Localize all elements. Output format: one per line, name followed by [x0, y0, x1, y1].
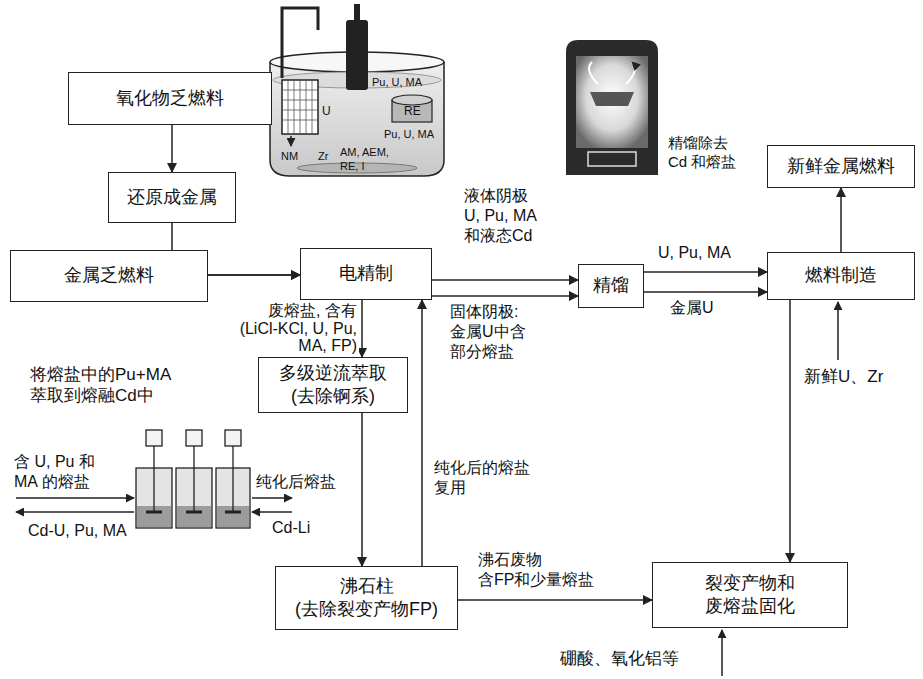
process-box: 氧化物乏燃料: [68, 72, 272, 125]
feed-arrow: [837, 302, 839, 360]
annotation-label: 新鲜U、Zr: [804, 366, 883, 387]
process-box: 多级逆流萃取 (去除锕系): [258, 357, 408, 413]
flow-arrow: [208, 274, 300, 276]
process-box: 还原成金属: [108, 172, 236, 223]
annotation-label: 将熔盐中的Pu+MA 萃取到熔融Cd中: [30, 364, 190, 407]
node-text: 精馏: [593, 274, 629, 297]
flow-arrow: [644, 271, 767, 273]
annotation-label: Pu, U, MA: [372, 76, 422, 90]
annotation-label: 硼酸、氧化铝等: [560, 648, 679, 669]
node-text: 多级逆流萃取 (去除锕系): [268, 362, 398, 409]
annotation-label: AM, AEM, RE, I: [340, 146, 398, 174]
node-text: 新鲜金属燃料: [787, 155, 895, 178]
flow-arrow: [421, 300, 423, 566]
edge-label: 纯化后的熔盐 复用: [432, 458, 550, 498]
node-text: 沸石柱 (去除裂变产物FP): [284, 575, 449, 622]
node-text: 电精制: [339, 262, 393, 285]
annotation-label: Pu, U, MA: [384, 128, 434, 142]
process-box: 燃料制造: [767, 252, 915, 300]
furnace-figure: [566, 40, 658, 175]
annotation-label: U: [322, 104, 331, 119]
process-box: 裂变产物和 废熔盐固化: [652, 562, 848, 628]
edge-label: 固体阴极: 金属U中含 部分熔盐: [448, 302, 546, 362]
flow-arrow: [840, 188, 842, 252]
feed-arrow: [721, 630, 723, 676]
edge-label: 液体阴极 U, Pu, MA 和液态Cd: [462, 186, 548, 246]
edge-label: 金属U: [668, 298, 716, 318]
node-text: 裂变产物和 废熔盐固化: [695, 572, 805, 619]
annotation-label: 含 U, Pu 和 MA 的熔盐: [14, 452, 104, 492]
flow-arrow: [171, 125, 173, 172]
flow-arrow: [361, 413, 363, 566]
node-text: 还原成金属: [127, 186, 217, 209]
process-box: 新鲜金属燃料: [767, 145, 915, 188]
annotation-label: Cd-U, Pu, MA: [28, 521, 127, 541]
process-box: 金属乏燃料: [10, 250, 208, 302]
annotation-label: RE: [404, 104, 421, 119]
annotation-label: Zr: [318, 150, 328, 164]
electrorefiner-figure: [270, 4, 444, 176]
edge-label: 沸石废物 含FP和少量熔盐: [476, 550, 614, 590]
annotation-label: 纯化后熔盐: [256, 472, 336, 492]
node-text: 氧化物乏燃料: [116, 87, 224, 110]
annotation-label: 精馏除去 Cd 和熔盐: [668, 134, 742, 172]
flow-arrow: [361, 300, 363, 357]
flow-arrow: [458, 599, 652, 601]
edge-label: 废熔盐, 含有 (LiCl-KCl, U, Pu, MA, FP): [226, 302, 359, 355]
flow-arrow: [789, 300, 791, 562]
flow-arrow: [432, 279, 578, 281]
annotation-label: Cd-Li: [272, 518, 310, 538]
node-text: 燃料制造: [805, 264, 877, 287]
flow-arrow: [432, 295, 578, 297]
annotation-label: NM: [281, 150, 298, 164]
process-box: 精馏: [578, 264, 644, 308]
node-text: 金属乏燃料: [64, 264, 154, 287]
edge-label: U, Pu, MA: [656, 243, 733, 263]
flow-arrow: [644, 291, 767, 293]
process-box: 沸石柱 (去除裂变产物FP): [275, 566, 458, 630]
process-box: 电精制: [300, 248, 432, 300]
